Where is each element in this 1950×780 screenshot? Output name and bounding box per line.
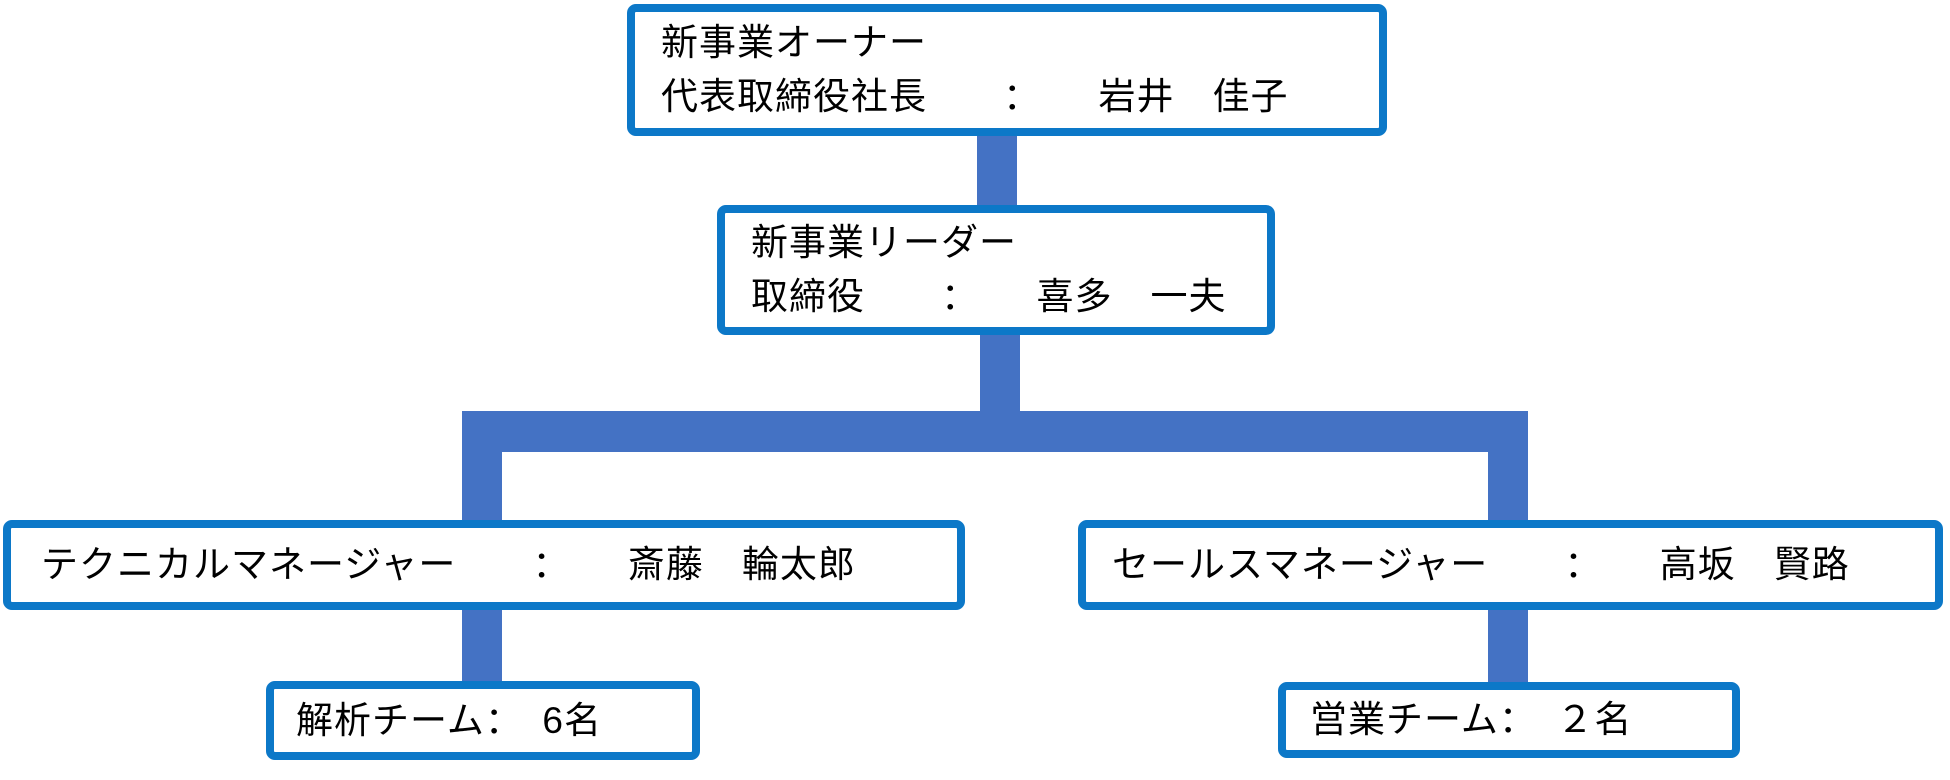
connector-branch-to-technical-manager <box>462 450 502 526</box>
connector-technical-manager-to-analysis-team <box>462 604 502 686</box>
business-leader-person: 取締役 ： 喜多 一夫 <box>751 276 1227 317</box>
analysis-team-label: 解析チーム： 6名 <box>296 699 602 741</box>
node-analysis-team: 解析チーム： 6名 <box>266 681 700 760</box>
connector-branch-to-sales-manager <box>1488 450 1528 526</box>
connector-owner-to-leader <box>977 130 1017 214</box>
node-sales-manager: セールスマネージャー ： 高坂 賢路 <box>1078 520 1943 610</box>
node-technical-manager: テクニカルマネージャー ： 斎藤 輪太郎 <box>3 520 965 610</box>
connector-leader-to-branch-bar <box>980 328 1020 416</box>
business-leader-title: 新事業リーダー <box>751 222 1017 263</box>
connector-branch-bar <box>462 411 1528 452</box>
technical-manager-label: テクニカルマネージャー ： 斎藤 輪太郎 <box>41 544 856 585</box>
business-owner-title: 新事業オーナー <box>661 22 927 63</box>
node-business-owner: 新事業オーナー 代表取締役社長 ： 岩井 佳子 <box>627 4 1387 136</box>
node-sales-team: 営業チーム： ２名 <box>1278 682 1740 758</box>
connector-sales-manager-to-sales-team <box>1488 604 1528 686</box>
sales-team-label: 営業チーム： ２名 <box>1310 699 1633 740</box>
node-business-leader: 新事業リーダー 取締役 ： 喜多 一夫 <box>717 205 1275 335</box>
business-owner-person: 代表取締役社長 ： 岩井 佳子 <box>661 76 1289 117</box>
sales-manager-label: セールスマネージャー ： 高坂 賢路 <box>1112 544 1850 585</box>
